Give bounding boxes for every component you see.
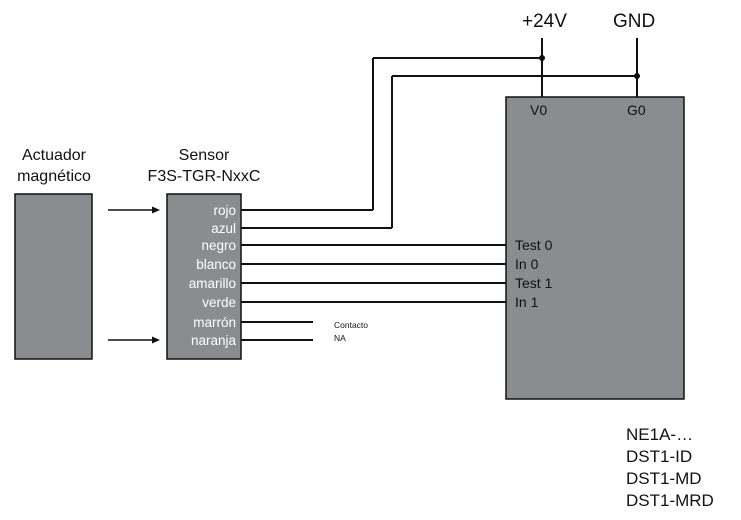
sensor-wire-label-naranja: naranja	[191, 333, 237, 348]
contact-label-line2: NA	[334, 333, 346, 343]
sensor-wire-label-marron: marrón	[193, 315, 236, 330]
controller-box	[505, 96, 685, 400]
sensor-wire-label-azul: azul	[211, 221, 236, 236]
actuator-box	[14, 193, 93, 360]
controller-pin-v0: V0	[530, 102, 547, 118]
controller-input-test0: Test 0	[515, 237, 553, 253]
actuator-label-line1: Actuador	[22, 147, 87, 164]
sensor-wire-label-amarillo: amarillo	[189, 276, 236, 291]
controller-model-dst1-id: DST1-ID	[626, 447, 692, 466]
controller-input-test1: Test 1	[515, 275, 553, 291]
controller-model-ne1a: NE1A-…	[626, 425, 693, 444]
actuator-label-line2: magnético	[17, 168, 91, 185]
controller-model-dst1-md: DST1-MD	[626, 469, 702, 488]
sensor-wire-label-verde: verde	[202, 295, 236, 310]
sensor-wire-label-negro: negro	[201, 238, 236, 253]
contact-label-line1: Contacto	[334, 320, 368, 330]
controller-input-in0: In 0	[515, 256, 539, 272]
controller-model-dst1-mrd: DST1-MRD	[626, 491, 714, 510]
sensor-wire-label-blanco: blanco	[196, 257, 236, 272]
actuator-arrow-bottom	[108, 336, 160, 344]
sensor-label-line1: Sensor	[179, 147, 230, 164]
v24-label: +24V	[522, 11, 567, 32]
actuator-arrow-top	[108, 206, 160, 214]
controller-pin-g0: G0	[627, 102, 646, 118]
sensor-box	[166, 193, 242, 360]
sensor-wire-label-rojo: rojo	[213, 203, 236, 218]
gnd-label: GND	[613, 11, 655, 32]
sensor-label-line2: F3S-TGR-NxxC	[148, 168, 261, 185]
controller-input-in1: In 1	[515, 294, 539, 310]
